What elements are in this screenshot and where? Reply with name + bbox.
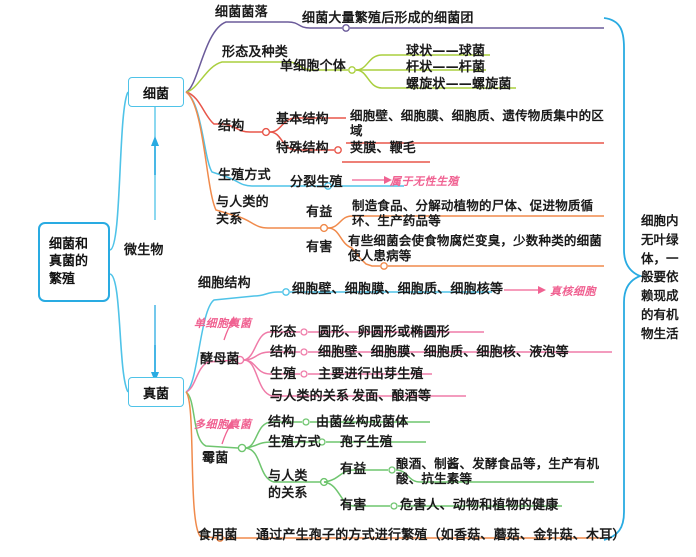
label-bacteria-structure[interactable]: 结构 [218, 119, 245, 134]
value-mold-reproduction: 孢子生殖 [340, 435, 393, 450]
value-yeast-morphology: 圆形、卵圆形或椭圆形 [318, 325, 451, 340]
label-fungi-mold[interactable]: 霉菌 [202, 451, 229, 466]
annotation-multicellular-fungi: 多细胞真菌 [194, 418, 252, 431]
value-yeast-reproduction: 主要进行出芽生殖 [318, 367, 424, 382]
side-note-text: 细胞内无叶绿体，一般要依赖现成的有机物生活 [641, 213, 679, 341]
center-axis-label: 微生物 [124, 243, 164, 258]
label-yeast-structure[interactable]: 结构 [270, 345, 297, 360]
label-fungi-yeast[interactable]: 酵母菌 [200, 352, 240, 367]
annotation-asexual-reproduction: 属于无性生殖 [390, 175, 459, 188]
label-bacteria-unicellular: 单细胞个体 [280, 59, 347, 74]
value-bacteria-shape-bacillus: 杆状——杆菌 [406, 60, 486, 75]
value-mold-beneficial: 酿酒、制酱、发酵食品等，生产有机酸、抗生素等 [396, 456, 600, 486]
label-bacteria-human-relation[interactable]: 与人类的关系 [216, 195, 269, 227]
branch-node-fungi[interactable]: 真菌 [128, 377, 184, 407]
label-mold-structure[interactable]: 结构 [268, 415, 295, 430]
value-bacteria-colony: 细菌大量繁殖后形成的细菌团 [302, 11, 474, 26]
label-yeast-reproduction[interactable]: 生殖 [270, 367, 297, 382]
value-mold-structure: 由菌丝构成菌体 [316, 415, 409, 430]
label-bacteria-special-structure[interactable]: 特殊结构 [276, 141, 329, 156]
label-bacteria-harmful[interactable]: 有害 [306, 240, 333, 255]
value-bacteria-harmful: 有些细菌会使食物腐烂变臭，少数种类的细菌使人患病等 [348, 233, 603, 263]
value-fungi-edible: 通过产生孢子的方式进行繁殖（如香菇、蘑菇、金针菇、木耳） [256, 528, 626, 543]
label-yeast-morphology[interactable]: 形态 [270, 325, 297, 340]
value-yeast-human-relation: 发面、酿酒等 [352, 389, 432, 404]
label-bacteria-beneficial[interactable]: 有益 [306, 205, 333, 220]
value-bacteria-special-structure: 荚膜、鞭毛 [350, 141, 417, 156]
value-mold-harmful: 危害人、动物和植物的健康 [400, 498, 559, 513]
value-bacteria-basic-structure: 细胞壁、细胞膜、细胞质、遗传物质集中的区域 [350, 108, 605, 138]
label-mold-harmful[interactable]: 有害 [340, 498, 367, 513]
value-bacteria-shape-spirillum: 螺旋状——螺旋菌 [406, 77, 512, 92]
value-bacteria-beneficial: 制造食品、分解动植物的尸体、促进物质循环、生产药品等 [352, 198, 594, 228]
label-bacteria-basic-structure[interactable]: 基本结构 [276, 112, 329, 127]
value-bacteria-shape-coccus: 球状——球菌 [406, 44, 486, 59]
annotation-eukaryotic-cell: 真核细胞 [550, 285, 596, 298]
annotation-unicellular-fungi: 单细胞真菌 [194, 317, 252, 330]
value-yeast-structure: 细胞壁、细胞膜、细胞质、细胞核、液泡等 [318, 345, 569, 360]
label-fungi-edible[interactable]: 食用菌 [198, 528, 238, 543]
label-mold-reproduction[interactable]: 生殖方式 [268, 435, 321, 450]
label-mold-human-relation[interactable]: 与人类的关系 [268, 469, 308, 501]
label-bacteria-morphology[interactable]: 形态及种类 [222, 45, 289, 60]
label-bacteria-reproduction[interactable]: 生殖方式 [218, 168, 271, 183]
root-node[interactable]: 细菌和真菌的繁殖 [38, 222, 110, 302]
branch-node-bacteria[interactable]: 细菌 [128, 77, 184, 107]
label-fungi-cell-structure[interactable]: 细胞结构 [198, 276, 251, 291]
value-fungi-cell-structure: 细胞壁、细胞膜、细胞质、细胞核等 [292, 282, 504, 297]
root-node-label: 细菌和真菌的繁殖 [49, 236, 89, 287]
label-bacteria-colony[interactable]: 细菌菌落 [215, 5, 268, 20]
label-yeast-human-relation[interactable]: 与人类的关系 [270, 389, 350, 404]
label-mold-beneficial[interactable]: 有益 [340, 462, 367, 477]
value-bacteria-reproduction: 分裂生殖 [290, 175, 343, 190]
